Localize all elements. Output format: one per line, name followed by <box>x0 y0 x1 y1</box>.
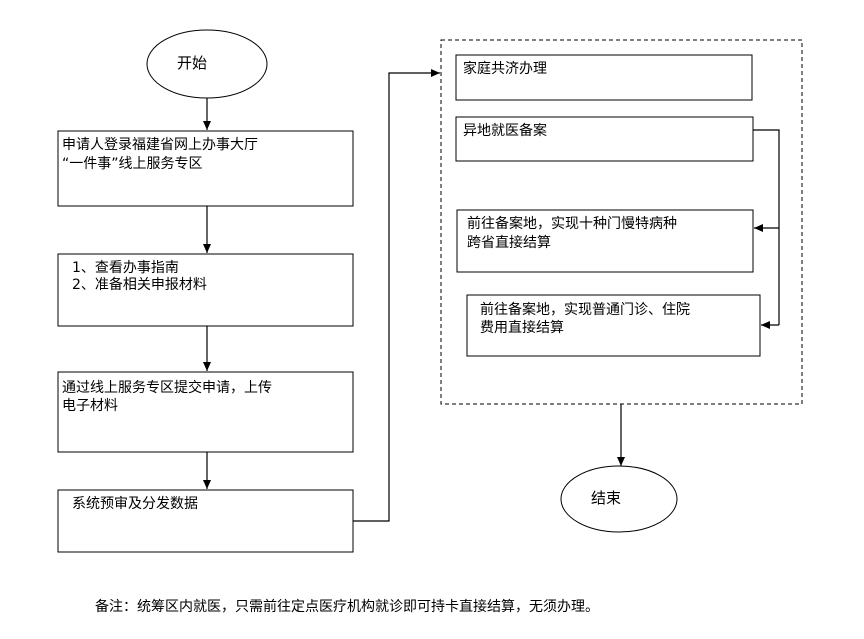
step2-label-line2: 2、准备相关申报材料 <box>72 277 207 293</box>
chronic-box <box>456 209 754 273</box>
general-label-line2: 费用直接结算 <box>480 320 564 336</box>
step3-box <box>57 371 354 453</box>
step3-label-line1: 通过线上服务专区提交申请，上传 <box>62 380 272 396</box>
family-label: 家庭共济办理 <box>463 61 547 77</box>
step3-label-line2: 电子材料 <box>62 398 118 414</box>
arrow-step4-container <box>353 69 440 522</box>
chronic-label-line2: 跨省直接结算 <box>467 235 551 251</box>
step1-label-line2: “一件事”线上服务专区 <box>62 156 203 172</box>
remote-label: 异地就医备案 <box>463 123 547 139</box>
step4-box <box>57 489 354 553</box>
step2-box <box>57 253 354 327</box>
step4-label: 系统预审及分发数据 <box>72 496 198 512</box>
end-label: 结束 <box>591 489 622 507</box>
chronic-label-line1: 前往备案地，实现十种门慢特病种 <box>467 216 677 232</box>
step1-label-line1: 申请人登录福建省网上办事大厅 <box>62 137 258 153</box>
family-box <box>455 54 753 101</box>
step1-box <box>57 130 354 207</box>
connector-remote-branch <box>753 129 780 325</box>
start-label: 开始 <box>177 54 208 72</box>
end-node <box>560 465 678 533</box>
footnote: 备注：统筹区内就医，只需前往定点医疗机构就诊即可持卡直接结算，无须办理。 <box>95 599 599 615</box>
step2-label-line1: 1、查看办事指南 <box>72 260 179 276</box>
general-label-line1: 前往备案地，实现普通门诊、住院 <box>480 302 690 318</box>
remote-box <box>455 116 754 162</box>
general-box <box>466 294 761 357</box>
